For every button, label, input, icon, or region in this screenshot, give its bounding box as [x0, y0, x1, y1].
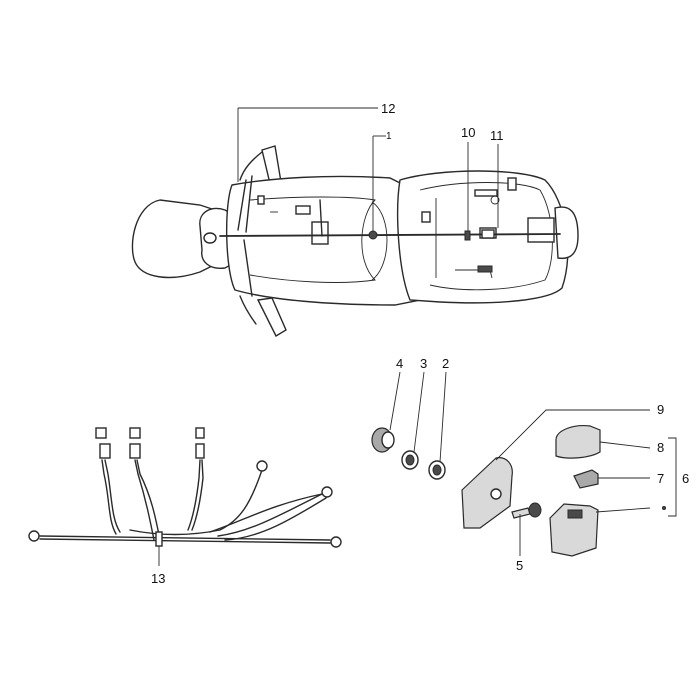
callout-labels: 12 1 10 11 4 3 2 9 8 7 6 5 13	[151, 101, 689, 586]
fuse-box-cover	[461, 457, 513, 529]
callout-9: 9	[657, 402, 664, 417]
callout-4: 4	[396, 356, 403, 371]
leader-lines-parts	[389, 371, 677, 556]
callout-6: 6	[682, 471, 689, 486]
leader-lines-top	[237, 107, 499, 231]
screw	[511, 502, 542, 519]
callout-1: 1	[386, 131, 392, 142]
callout-5: 5	[516, 558, 523, 573]
grommets	[371, 427, 446, 480]
callout-8: 8	[657, 440, 664, 455]
main-wiring-harness	[219, 175, 561, 297]
callout-7: 7	[657, 471, 664, 486]
scooter-frame	[131, 145, 579, 337]
callout-11: 11	[490, 128, 504, 143]
callout-2: 2	[442, 356, 449, 371]
callout-13: 13	[151, 571, 165, 586]
callout-12: 12	[381, 101, 395, 116]
callout-3: 3	[420, 356, 427, 371]
fuse-holder	[549, 425, 601, 557]
callout-10: 10	[461, 125, 475, 140]
secondary-harness	[28, 427, 342, 566]
